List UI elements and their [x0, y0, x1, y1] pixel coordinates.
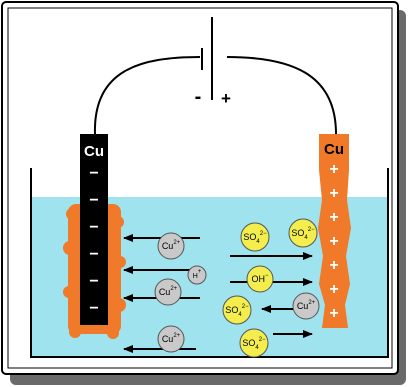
right-electrode: Cu + + + + + + +: [318, 134, 351, 328]
sulfate-ion: SO42−: [288, 218, 318, 248]
positive-charge-sign: +: [329, 161, 338, 178]
cu2-ion: Cu2+: [157, 232, 185, 260]
ion-label: OH−: [251, 273, 269, 284]
cu2-ion: Cu2+: [154, 278, 182, 306]
positive-charge-sign: +: [329, 257, 338, 274]
ion-circle: [187, 265, 207, 285]
left-electrode-body: [80, 134, 108, 325]
negative-charge-sign: −: [89, 192, 98, 209]
cu2-ion: Cu2+: [157, 325, 185, 353]
sulfate-ion: SO42−: [222, 295, 252, 325]
positive-charge-sign: +: [329, 305, 338, 322]
negative-charge-sign: −: [89, 273, 98, 290]
negative-charge-sign: −: [89, 219, 98, 236]
sulfate-ion: SO42−: [239, 328, 269, 358]
battery-positive-sign: +: [221, 89, 231, 108]
right-electrode-label: Cu: [324, 141, 344, 158]
battery: - +: [195, 17, 231, 108]
ion-circle: [157, 232, 185, 260]
ions: Cu2+ H+ Cu2+ Cu2+ SO42− SO42− OH− SO42− Cu2+ SO42…: [154, 218, 320, 358]
cu2-ion: Cu2+: [292, 292, 320, 320]
ion-circle: [154, 278, 182, 306]
ion-label: Cu2+: [162, 240, 181, 251]
positive-charge-sign: +: [329, 233, 338, 250]
ion-label: Cu2+: [297, 300, 316, 311]
battery-negative-sign: -: [195, 86, 202, 108]
ion-label: H+: [193, 269, 202, 280]
ion-circle: [246, 265, 274, 293]
ion-label: SO42−: [242, 337, 266, 351]
left-electrode-label: Cu: [84, 143, 104, 160]
sulfate-ion: SO42−: [240, 222, 270, 252]
negative-charge-sign: −: [89, 246, 98, 263]
ion-label: Cu2+: [162, 333, 181, 344]
hydroxide-ion: OH−: [246, 265, 274, 293]
ion-label: SO42−: [225, 304, 249, 318]
right-electrode-body: [318, 134, 351, 328]
right-electrode-signs: + + + + + + +: [329, 161, 338, 322]
left-electrode: Cu − − − − − −: [63, 134, 126, 339]
positive-charge-sign: +: [329, 281, 338, 298]
negative-charge-sign: −: [89, 300, 98, 317]
ion-label: SO42−: [243, 231, 267, 245]
ion-label: SO42−: [291, 227, 315, 241]
left-electrode-signs: − − − − − −: [89, 165, 98, 317]
ion-circle: [239, 328, 269, 358]
ion-circle: [222, 295, 252, 325]
ion-circle: [292, 292, 320, 320]
h-ion: H+: [187, 265, 207, 285]
ion-label: Cu2+: [159, 286, 178, 297]
negative-charge-sign: −: [89, 165, 98, 182]
ion-circle: [288, 218, 318, 248]
ion-circle: [240, 222, 270, 252]
positive-charge-sign: +: [329, 185, 338, 202]
beaker: [30, 168, 389, 358]
positive-charge-sign: +: [329, 209, 338, 226]
ion-circle: [157, 325, 185, 353]
circuit-wire: [93, 56, 337, 135]
